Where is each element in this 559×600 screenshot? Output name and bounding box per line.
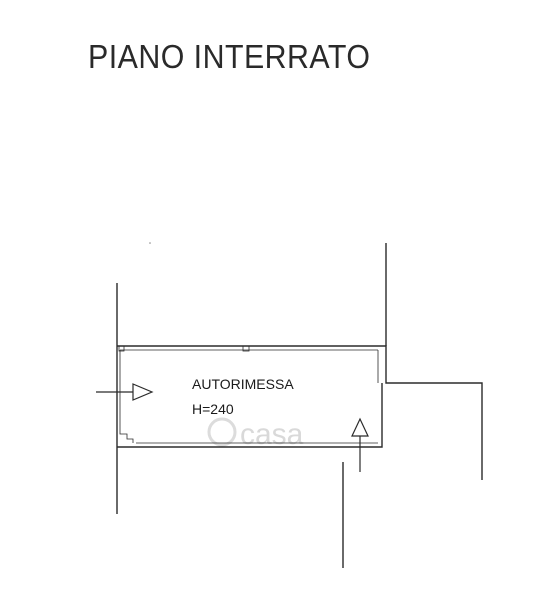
arrow-right-icon [132,383,154,401]
arrow-up-icon [351,417,369,437]
garage-bottom-wall [117,383,383,448]
room-name: AUTORIMESSA [192,376,294,392]
scan-speck [149,242,151,244]
entrance-arrow-bottom [351,417,369,472]
column-mark [118,345,125,352]
watermark: casa [207,417,304,451]
garage-top-wall [117,345,483,480]
garage-inner-notch [119,350,134,443]
watermark-text: casa [240,418,304,451]
room-height: H=240 [192,401,234,417]
entrance-arrow-left [96,383,154,401]
floor-title: PIANO INTERRATO [88,38,371,75]
watermark-logo-icon [207,417,237,447]
column-mark [242,345,250,352]
plan-walls [116,243,483,568]
